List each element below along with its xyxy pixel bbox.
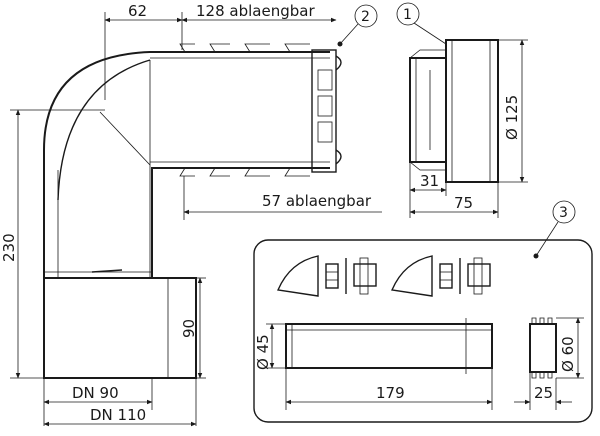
cover-cap-1 bbox=[276, 255, 319, 297]
dim-45-label: Ø 45 bbox=[254, 334, 272, 370]
dim-90-label: 90 bbox=[180, 319, 198, 338]
dim-75-label: 75 bbox=[454, 194, 473, 212]
dim-128-label: 128 ablaengbar bbox=[196, 2, 315, 20]
dim-dn110-label: DN 110 bbox=[90, 406, 146, 424]
dim-179-label: 179 bbox=[376, 384, 405, 402]
bolt-2 bbox=[467, 263, 491, 287]
tube-45 bbox=[285, 323, 493, 369]
dim-230-label: 230 bbox=[0, 233, 18, 262]
nut-1 bbox=[325, 263, 339, 289]
bolt-1 bbox=[353, 263, 377, 287]
cover-cap-2 bbox=[390, 255, 433, 297]
dim-57: 57 ablaengbar bbox=[183, 176, 382, 220]
dim-125-label: Ø 125 bbox=[503, 95, 521, 140]
parts-box: 3 bbox=[253, 200, 593, 423]
elbow-pipe-view bbox=[43, 43, 342, 379]
dim-60: Ø 60 bbox=[556, 317, 584, 379]
cap-part-view: 1 bbox=[396, 2, 499, 183]
sleeve-60 bbox=[529, 323, 557, 373]
dim-31-75: 31 75 bbox=[409, 162, 499, 218]
dim-45: Ø 45 bbox=[254, 323, 286, 370]
dim-25: 25 bbox=[514, 372, 572, 410]
dim-62: 62 bbox=[104, 2, 183, 100]
callout-1-label: 1 bbox=[403, 7, 412, 23]
dim-125: Ø 125 bbox=[498, 39, 528, 183]
dim-128: 128 ablaengbar bbox=[181, 2, 337, 50]
dim-dn90-label: DN 90 bbox=[72, 384, 119, 402]
dim-dn: DN 90 DN 110 bbox=[43, 378, 197, 427]
dim-31-label: 31 bbox=[420, 172, 439, 190]
dim-90: 90 bbox=[180, 277, 206, 379]
dim-25-label: 25 bbox=[534, 384, 553, 402]
dim-179: 179 bbox=[285, 368, 493, 410]
dim-57-label: 57 ablaengbar bbox=[262, 192, 372, 210]
dim-230: 230 bbox=[0, 109, 105, 379]
dim-60-label: Ø 60 bbox=[559, 336, 577, 372]
callout-2: 2 bbox=[337, 4, 378, 47]
nut-2 bbox=[439, 263, 453, 289]
callout-3-label: 3 bbox=[559, 205, 568, 221]
dim-62-label: 62 bbox=[128, 2, 147, 20]
callout-2-label: 2 bbox=[361, 9, 370, 25]
